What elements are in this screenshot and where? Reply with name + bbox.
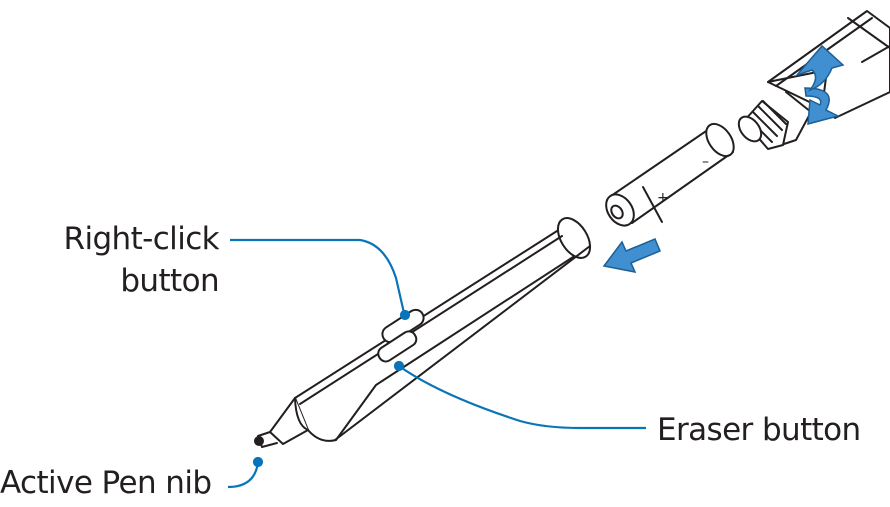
pen-barrel xyxy=(255,212,597,447)
callout-eraser xyxy=(399,366,646,428)
callout-right-click xyxy=(230,240,404,313)
label-active-pen-nib: Active Pen nib xyxy=(0,462,211,504)
battery-plus-mark: + xyxy=(657,190,669,206)
battery-minus-mark: – xyxy=(702,154,709,170)
battery xyxy=(600,119,739,231)
label-right-click-line2: button xyxy=(63,260,219,302)
callout-nib xyxy=(228,462,258,487)
pen-cap xyxy=(734,11,890,149)
label-right-click-button: Right-click button xyxy=(63,218,219,302)
insert-arrow-icon xyxy=(604,239,660,272)
label-eraser-button: Eraser button xyxy=(657,409,861,451)
label-right-click-line1: Right-click xyxy=(63,218,219,260)
